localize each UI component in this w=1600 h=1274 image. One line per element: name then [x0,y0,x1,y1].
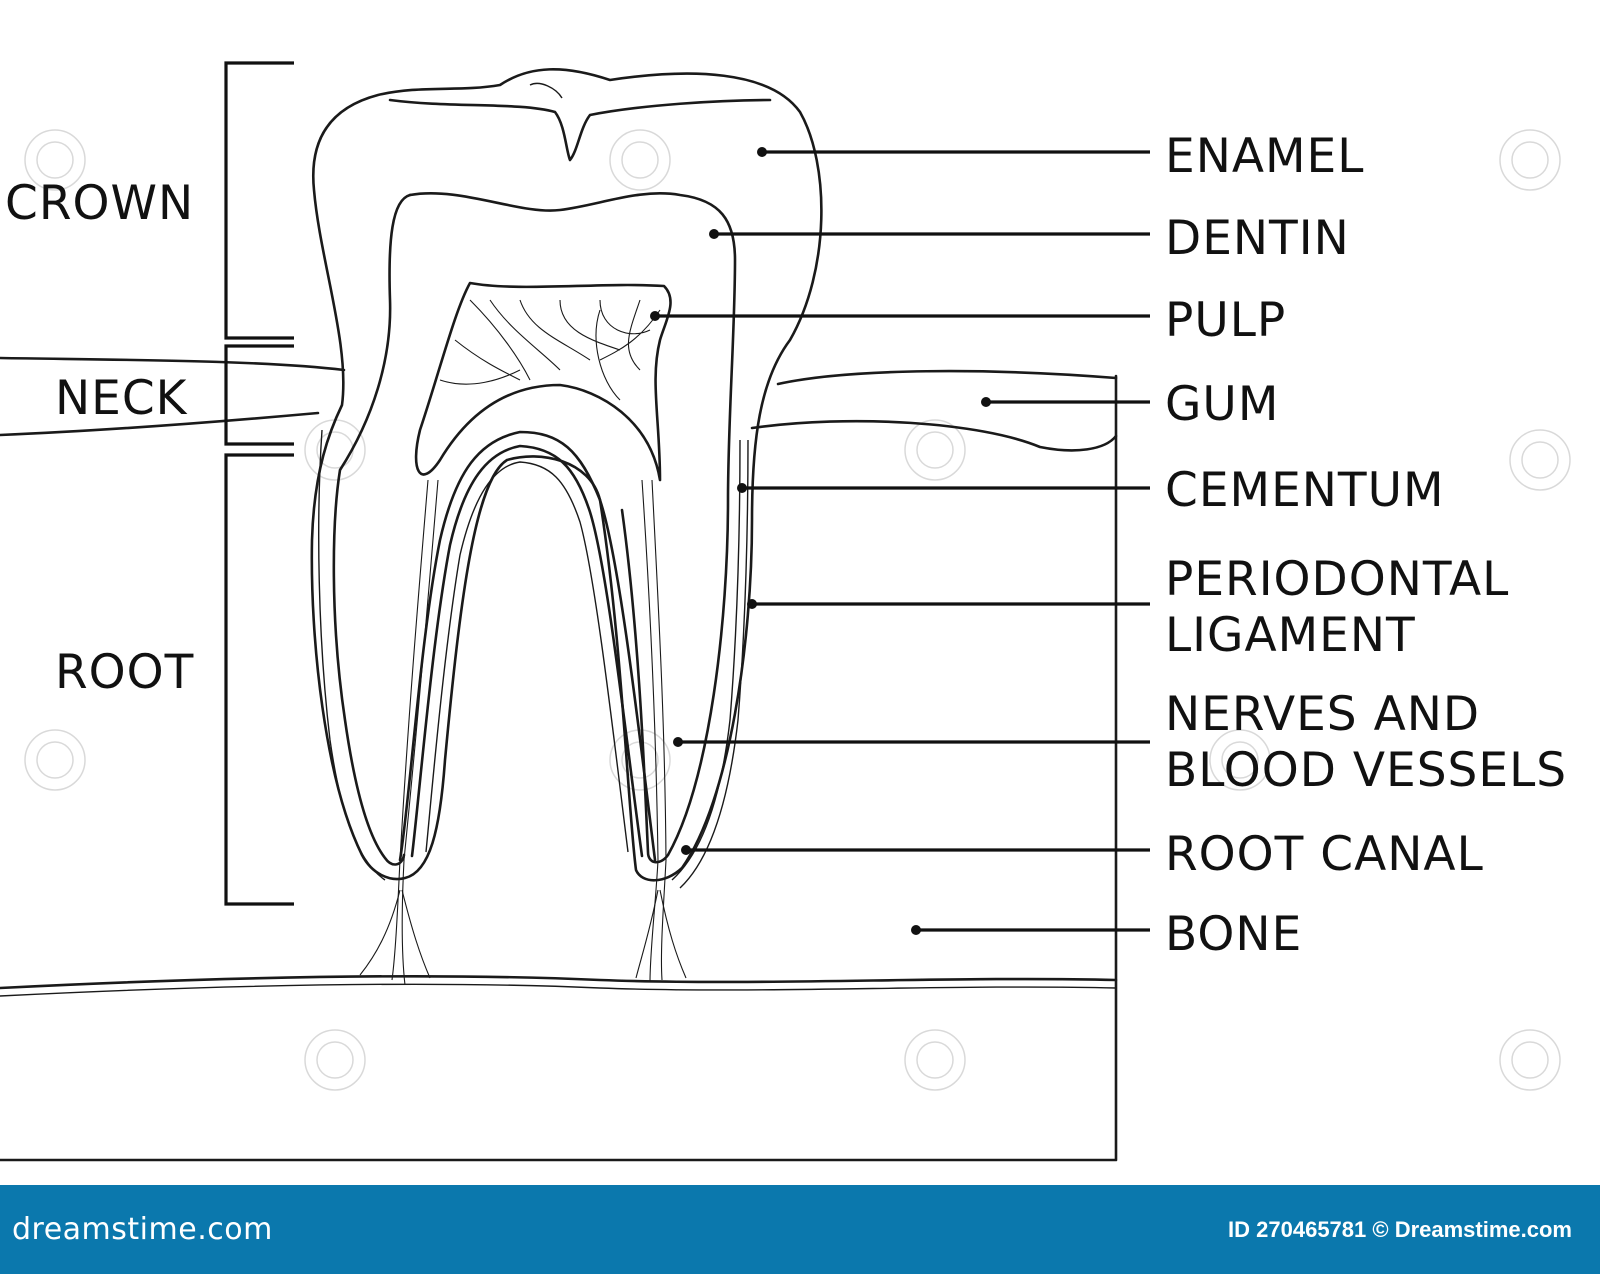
tooth-illustration [310,68,823,986]
leader-pulp [650,311,1150,321]
label-enamel: ENAMEL [1165,129,1364,184]
label-pulp: PULP [1165,293,1286,348]
label-root: ROOT [55,645,194,700]
image-id-credit: ID 270465781 © Dreamstime.com [1228,1216,1572,1242]
leader-gum [981,397,1150,407]
label-neck: NECK [55,371,188,426]
neck-bracket [224,344,294,446]
leader-enamel [757,147,1150,157]
leader-root-canal [681,845,1150,855]
label-periodontal-line1: PERIODONTAL [1165,552,1509,607]
label-root-canal: ROOT CANAL [1165,827,1484,882]
label-crown: CROWN [5,176,194,231]
gum-tissue [0,356,1118,452]
label-dentin: DENTIN [1165,211,1350,266]
label-cementum: CEMENTUM [1165,463,1445,518]
tooth-anatomy-diagram: CROWN NECK ROOT ENAMEL DENTIN PULP GUM C… [0,61,1571,1162]
watermark-pattern [24,129,1571,1091]
label-periodontal-line2: LIGAMENT [1165,608,1416,663]
leader-periodontal-ligament [747,599,1150,609]
leader-bone [911,925,1150,935]
root-bracket [224,453,294,906]
dreamstime-logo: dreamstime.com [12,1212,273,1247]
leader-cementum [737,483,1150,493]
label-gum: GUM [1165,377,1279,432]
leader-nerves-and-blood-vessels [673,737,1150,747]
crown-bracket [224,61,294,340]
jaw-bone-block [0,374,1118,1162]
label-nerves-line2: BLOOD VESSELS [1165,743,1567,798]
label-nerves-line1: NERVES AND [1165,687,1480,742]
label-bone: BONE [1165,907,1302,962]
leader-dentin [709,229,1150,239]
watermark-footer-bar: dreamstime.com ID 270465781 © Dreamstime… [0,1185,1600,1274]
